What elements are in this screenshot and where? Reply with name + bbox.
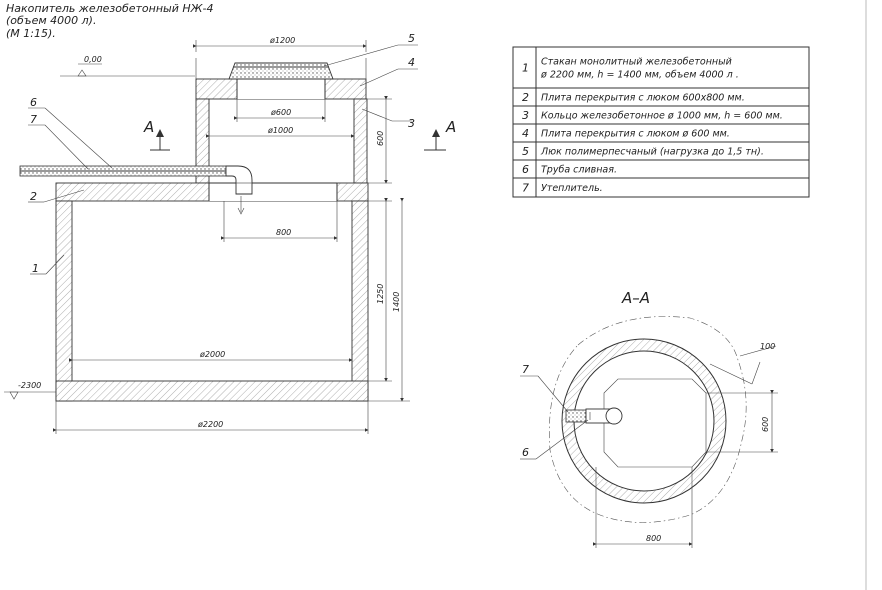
legend-row-text: Люк полимерпесчаный (нагрузка до 1,5 тн)…: [540, 147, 764, 158]
title-line-3: (М 1:15).: [6, 27, 56, 40]
callout-2: 2: [30, 190, 37, 203]
main-section-view: 0,00 6 7: [4, 32, 456, 434]
callout-4: 4: [408, 56, 415, 69]
elevation-top-label: 0,00: [84, 55, 102, 64]
dim-d2000: ø2000: [199, 350, 225, 359]
legend-row-text: Плита перекрытия с люком 600х800 мм.: [541, 93, 745, 104]
title-line-1: Накопитель железобетонный НЖ-4: [6, 2, 213, 15]
section-mark-left: A: [143, 118, 154, 136]
callout-7: 7: [30, 113, 37, 126]
ring-3-right-wall: [353, 98, 368, 184]
callout-3: 3: [408, 117, 415, 130]
section-callout-6: 6: [522, 446, 529, 459]
section-a-a-title: А–А: [621, 289, 650, 307]
title-line-2: (объем 4000 л).: [6, 14, 96, 27]
legend-row-number: 6: [522, 163, 529, 176]
callout-6: 6: [30, 96, 37, 109]
legend-table: 1 Стакан монолитный железобетонный ø 2200 …: [512, 46, 810, 198]
legend-row-number: 4: [522, 127, 529, 140]
tank-contour: [549, 316, 747, 523]
dim-w800: 800: [276, 228, 291, 237]
tank-1-right-wall: [351, 200, 369, 402]
section-a-a-view: А–А 7 6 100 600 800: [520, 289, 778, 548]
legend-row-text: ø 2200 мм, h = 1400 мм, объем 4000 л .: [540, 70, 739, 81]
legend-row-number: 2: [522, 91, 529, 104]
section-mark-right: A: [445, 118, 456, 136]
section-dim-100: 100: [760, 342, 775, 351]
legend-row-number: 1: [522, 62, 529, 75]
legend-row-text: Утеплитель.: [541, 183, 603, 194]
legend-row-text: Кольцо железобетонное ø 1000 мм, h = 600…: [541, 111, 783, 122]
insulation-7-section: [565, 409, 587, 423]
callout-1: 1: [32, 262, 39, 275]
dim-d2200: ø2200: [197, 420, 223, 429]
callout-5: 5: [408, 32, 415, 45]
drawing-title: Накопитель железобетонный НЖ-4 (объем 40…: [6, 2, 213, 40]
tank-1-left-wall: [55, 200, 73, 402]
dim-h1250: 1250: [376, 284, 385, 304]
dim-d1000: ø1000: [267, 126, 293, 135]
tank-1-bottom: [55, 380, 369, 402]
legend-row-text: Труба сливная.: [541, 165, 617, 176]
section-dim-800: 800: [646, 534, 661, 543]
drain-pipe-6-elbow: [225, 165, 253, 195]
legend-row-number: 7: [522, 182, 529, 195]
section-callout-7: 7: [522, 363, 529, 376]
legend-row-text: Стакан монолитный железобетонный: [541, 57, 732, 68]
dim-h1400: 1400: [392, 292, 401, 312]
manhole-cover-5: [228, 62, 334, 80]
dim-h600: 600: [376, 131, 385, 146]
legend-row-number: 5: [522, 145, 529, 158]
section-dim-600: 600: [761, 417, 770, 432]
legend-row-number: 3: [522, 109, 529, 122]
legend-row-text: Плита перекрытия с люком ø 600 мм.: [541, 129, 730, 140]
dim-d1200: ø1200: [269, 36, 295, 45]
elevation-bottom-label: -2300: [18, 381, 41, 390]
dim-d600: ø600: [270, 108, 291, 117]
